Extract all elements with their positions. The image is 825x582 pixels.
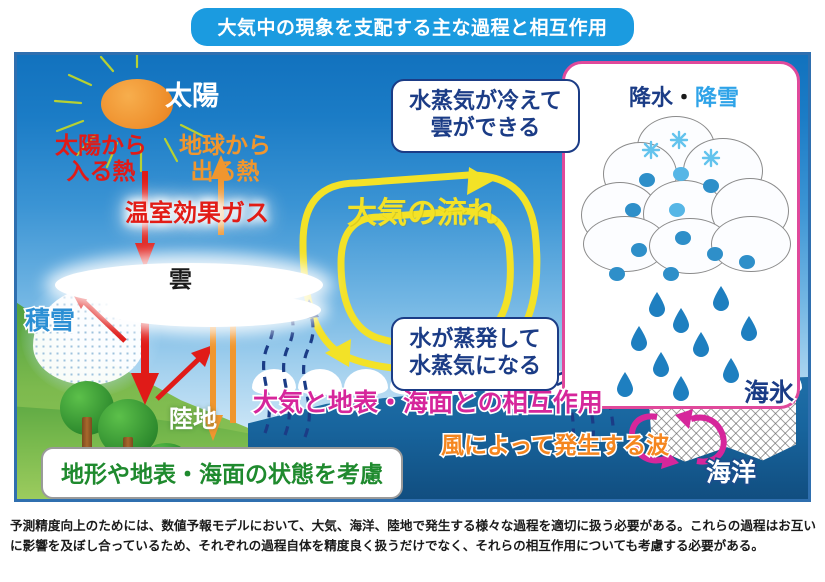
bubble-condensation: 水蒸気が冷えて 雲ができる <box>391 79 580 153</box>
label-outgoing-earth-heat-line1: 地球から <box>179 132 271 158</box>
label-cloud: 雲 <box>169 266 192 292</box>
label-greenhouse-gas: 温室効果ガス <box>125 200 269 227</box>
title-bar: 大気中の現象を支配する主な過程と相互作用 <box>0 8 825 46</box>
precip-contents-graphics <box>609 130 757 401</box>
rain-drops <box>617 286 757 401</box>
precipitation-panel: 降水・降雪 <box>562 61 800 409</box>
label-incoming-solar-heat-line1: 太陽から <box>55 132 147 158</box>
page-title: 大気中の現象を支配する主な過程と相互作用 <box>191 8 634 46</box>
label-outgoing-earth-heat-line2: 出る熱 <box>190 157 260 184</box>
low-cloud-bottom <box>103 293 321 327</box>
terrain-surface-consideration-box: 地形や地表・海面の状態を考慮 <box>41 447 403 499</box>
label-land: 陸地 <box>169 406 217 433</box>
cloud-droplets <box>609 167 755 281</box>
tree-trunk <box>82 417 92 455</box>
precip-panel-title: 降水・降雪 <box>565 80 803 112</box>
bubble-evaporation: 水が蒸発して 水蒸気になる <box>391 317 560 391</box>
bubble-evaporation-line2: 水蒸気になる <box>409 352 542 378</box>
diagram-scene: 降水・降雪 <box>14 52 811 502</box>
label-incoming-solar-heat: 太陽から 入る熱 <box>55 132 147 185</box>
sun-icon <box>101 79 173 129</box>
label-atmosphere-surface-interaction: 大気と地表・海面との相互作用 <box>251 387 604 418</box>
bubble-condensation-line2: 雲ができる <box>430 114 541 140</box>
label-outgoing-earth-heat: 地球から 出る熱 <box>179 132 271 185</box>
precip-word-rain: 降水 <box>628 85 673 110</box>
label-air-flow: 大気の流れ <box>347 197 497 230</box>
precip-separator-dot: ・ <box>672 85 695 110</box>
figure-caption: 予測精度向上のためには、数値予報モデルにおいて、大気、海洋、陸地で発生する様々な… <box>10 519 816 554</box>
label-snow-cover: 積雪 <box>23 305 76 336</box>
label-ocean: 海洋 <box>704 457 757 488</box>
precip-word-snow: 降雪 <box>695 85 740 110</box>
label-incoming-solar-heat-line2: 入る熱 <box>66 157 136 184</box>
foam-bubble <box>344 369 388 395</box>
label-sea-ice: 海氷 <box>742 377 795 408</box>
label-wind-generated-waves: 風によって発生する波 <box>439 431 670 460</box>
label-sun: 太陽 <box>165 81 219 111</box>
bubble-condensation-line1: 水蒸気が冷えて <box>409 88 562 113</box>
snowflake-icon <box>641 130 721 168</box>
bubble-evaporation-line1: 水が蒸発して <box>409 326 541 351</box>
